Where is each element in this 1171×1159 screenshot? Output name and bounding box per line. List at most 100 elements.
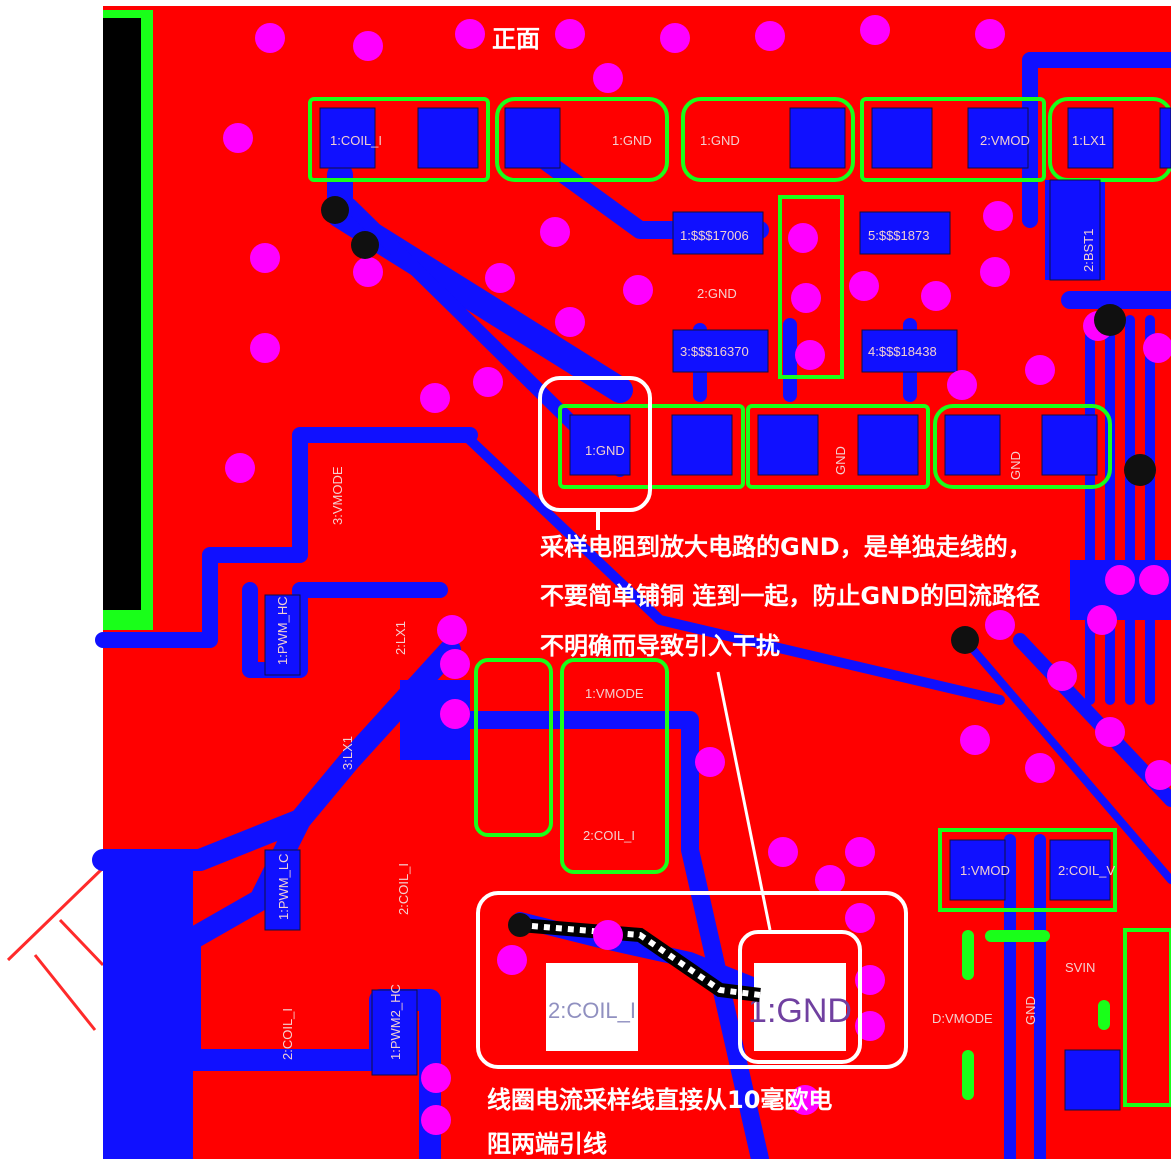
silk-right-2: 2:COIL_V bbox=[1058, 863, 1115, 878]
via bbox=[947, 370, 977, 400]
via bbox=[455, 19, 485, 49]
silk-left-3: 2:LX1 bbox=[393, 621, 408, 655]
silk-top-5: 1:LX1 bbox=[1072, 133, 1106, 148]
silk-right-6: 2:BST1 bbox=[1081, 229, 1096, 272]
via bbox=[1047, 661, 1077, 691]
via bbox=[485, 263, 515, 293]
via bbox=[1143, 333, 1171, 363]
silk-left-5: 1:PWM_LC bbox=[276, 854, 291, 920]
via bbox=[555, 307, 585, 337]
gnd-callout-highlight bbox=[738, 930, 862, 1064]
silk-top-4: 2:VMOD bbox=[980, 133, 1030, 148]
annotation-coil-line1: 线圈电流采样线直接从10毫欧电 bbox=[487, 1086, 832, 1114]
callout-pads: 2:COIL_I 1:GND bbox=[546, 963, 852, 1051]
via bbox=[960, 725, 990, 755]
via bbox=[788, 223, 818, 253]
via bbox=[660, 23, 690, 53]
silk-center-1: 1:VMODE bbox=[585, 686, 644, 701]
silk-left-1: 3:VMODE bbox=[330, 466, 345, 525]
via bbox=[975, 19, 1005, 49]
component-pads bbox=[264, 107, 1171, 1111]
annotation-gnd-line3: 不明确而导致引入干扰 bbox=[540, 632, 780, 660]
green-pads-lower-right bbox=[962, 930, 1110, 1100]
via bbox=[791, 283, 821, 313]
silk-left-4: 3:LX1 bbox=[340, 736, 355, 770]
silk-right-1: 1:VMOD bbox=[960, 863, 1010, 878]
silk-mid-4: 3:$$$16370 bbox=[680, 344, 749, 359]
annotation-gnd-line1: 采样电阻到放大电路的GND，是单独走线的， bbox=[540, 533, 1032, 561]
via bbox=[921, 281, 951, 311]
view-title: 正面 bbox=[492, 25, 540, 53]
via bbox=[250, 333, 280, 363]
via bbox=[795, 340, 825, 370]
gnd-pad-highlight bbox=[538, 376, 652, 512]
via bbox=[815, 865, 845, 895]
via bbox=[855, 965, 885, 995]
silk-mid-7: GND bbox=[833, 446, 848, 475]
via bbox=[1145, 760, 1171, 790]
silk-center-2: 2:COIL_I bbox=[583, 828, 635, 843]
silk-mid-6: 1:GND bbox=[585, 443, 625, 458]
via bbox=[420, 383, 450, 413]
silk-left-7: 2:COIL_I bbox=[280, 1008, 295, 1060]
via bbox=[1025, 753, 1055, 783]
silk-mid-8: GND bbox=[1008, 451, 1023, 480]
silk-right-5: SVIN bbox=[1065, 960, 1095, 975]
silk-top-2: 1:GND bbox=[612, 133, 652, 148]
via bbox=[1087, 605, 1117, 635]
through-hole-dark bbox=[321, 196, 1156, 937]
via bbox=[860, 15, 890, 45]
via bbox=[255, 23, 285, 53]
via bbox=[980, 257, 1010, 287]
sense-resistor-highlight bbox=[476, 891, 908, 1069]
silk-left-2: 1:PWM_HC bbox=[275, 596, 290, 665]
silk-mid-2: 5:$$$1873 bbox=[868, 228, 929, 243]
via bbox=[497, 945, 527, 975]
watermark-mark bbox=[6, 866, 105, 1031]
silk-left-6: 2:COIL_I bbox=[396, 863, 411, 915]
via bbox=[440, 699, 470, 729]
annotation-leader-line bbox=[716, 671, 772, 931]
via bbox=[1139, 565, 1169, 595]
via bbox=[593, 920, 623, 950]
via bbox=[223, 123, 253, 153]
via bbox=[790, 1085, 820, 1115]
via bbox=[983, 201, 1013, 231]
via bbox=[845, 837, 875, 867]
via bbox=[593, 63, 623, 93]
via bbox=[768, 837, 798, 867]
via bbox=[1025, 355, 1055, 385]
via bbox=[250, 243, 280, 273]
annotation-gnd-line2: 不要简单铺铜 连到一起，防止GND的回流路径 bbox=[540, 582, 1040, 610]
via bbox=[985, 610, 1015, 640]
silk-mid-3: 2:GND bbox=[697, 286, 737, 301]
silk-mid-1: 1:$$$17006 bbox=[680, 228, 749, 243]
callout-pad-coil-label: 2:COIL_I bbox=[548, 998, 636, 1023]
silk-mid-5: 4:$$$18438 bbox=[868, 344, 937, 359]
via bbox=[623, 275, 653, 305]
via bbox=[849, 271, 879, 301]
highlight-callouts bbox=[476, 376, 908, 1069]
via bbox=[855, 1011, 885, 1041]
via bbox=[695, 747, 725, 777]
silk-right-3: D:VMODE bbox=[932, 1011, 993, 1026]
silk-top-1: 1:COIL_I bbox=[330, 133, 382, 148]
silk-right-4: GND bbox=[1023, 996, 1038, 1025]
via bbox=[437, 615, 467, 645]
via bbox=[555, 19, 585, 49]
via bbox=[1095, 717, 1125, 747]
via bbox=[225, 453, 255, 483]
annotation-coil-line2: 阻两端引线 bbox=[487, 1130, 607, 1158]
callout-pad-gnd-label: 1:GND bbox=[748, 992, 852, 1030]
via bbox=[473, 367, 503, 397]
silkscreen-outlines bbox=[308, 97, 1171, 1107]
via bbox=[755, 21, 785, 51]
vias bbox=[223, 15, 1171, 1135]
via bbox=[440, 649, 470, 679]
via bbox=[421, 1105, 451, 1135]
silk-top-3: 1:GND bbox=[700, 133, 740, 148]
via bbox=[353, 257, 383, 287]
silk-labels: 1:COIL_I 1:GND 1:GND 2:VMOD 1:LX1 1:$$$1… bbox=[275, 133, 1115, 1060]
via bbox=[1105, 565, 1135, 595]
